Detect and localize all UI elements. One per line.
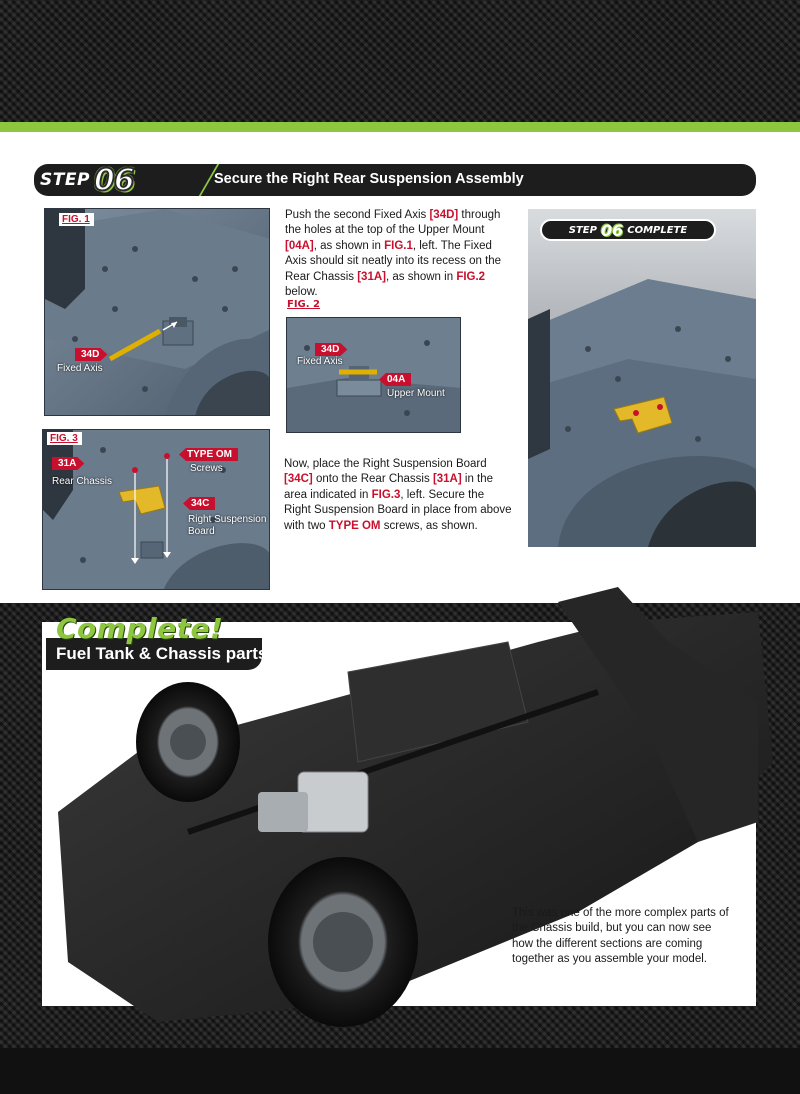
p2-text: screws, as shown.: [380, 519, 478, 532]
fig1-image: FIG. 1 34D Fixed Axis: [44, 208, 270, 416]
step-complete-photo: STEP 06 COMPLETE: [528, 209, 756, 547]
p1-ref-fig1: FIG.1: [384, 239, 413, 252]
step-number: 06: [93, 162, 136, 199]
step-title: Secure the Right Rear Suspension Assembl…: [214, 171, 524, 187]
step-header-bar: [34, 164, 756, 196]
fig2-image: 34D Fixed Axis 04A Upper Mount: [286, 317, 461, 433]
p1-text: , left. The Fixed Axis should sit neatly…: [285, 239, 502, 283]
p2-ref-31a: [31A]: [432, 473, 462, 486]
fig1-illustration: [45, 209, 269, 415]
bottom-black-band: [0, 1048, 800, 1094]
fig1-tag-34d: 34D: [75, 348, 107, 361]
closing-paragraph: This was one of the more complex parts o…: [512, 907, 729, 966]
p1-ref-fig2: FIG.2: [456, 270, 486, 283]
p2-text: onto the Rear Chassis: [312, 473, 433, 486]
p1-text: through the holes at the top of the Uppe…: [285, 209, 501, 237]
fig3-tag-type-om-caption: Screws: [190, 463, 223, 474]
green-stripe: [0, 122, 800, 132]
fig3-tag-type-om: TYPE OM: [179, 448, 239, 461]
p1-ref-04a: [04A]: [285, 239, 314, 252]
top-carbon-band: [0, 0, 800, 122]
chassis-photo: [58, 587, 773, 1027]
complete-badge-number: 06: [600, 220, 624, 240]
p2-text: Now, place the Right Suspension Board: [284, 458, 487, 470]
p2-text: in the area indicated in: [284, 473, 494, 501]
p2-text: , left. Secure the Right Suspension Boar…: [284, 488, 512, 532]
complete-subtitle-box: [46, 638, 262, 670]
fig3-image: FIG. 3 31A Rear Chassis TYPE OM Screws 3…: [42, 429, 270, 590]
complete-subtitle: Fuel Tank & Chassis parts: [56, 644, 268, 663]
step-word: STEP: [40, 170, 90, 190]
fig3-tag-34c-caption-1: Right Suspension: [188, 514, 267, 525]
p1-ref-31a: [31A]: [357, 270, 386, 283]
fig2-tag-04a-caption: Upper Mount: [387, 388, 445, 399]
p2-ref-fig3: FIG.3: [371, 488, 401, 501]
p2-ref-34c: [34C]: [284, 473, 313, 486]
step-complete-illustration: [528, 279, 756, 547]
p1-text: , as shown in: [313, 239, 385, 252]
complete-badge-complete: COMPLETE: [627, 224, 688, 236]
p1-ref-34d: [34D]: [429, 209, 459, 221]
p1-text: Push the second Fixed Axis: [285, 209, 430, 221]
p2-ref-type-om: TYPE OM: [328, 519, 381, 532]
complete-title: Complete!: [56, 612, 224, 645]
fig2-tag-04a: 04A: [379, 373, 412, 386]
complete-badge-step: STEP: [568, 224, 597, 236]
fig3-tag-34c-caption-2: Board: [188, 526, 215, 537]
step-badge: STEP 06: [40, 162, 192, 199]
p1-text: below.: [285, 286, 318, 299]
step-complete-badge: STEP 06 COMPLETE: [540, 219, 716, 241]
instruction-paragraph-1: Push the second Fixed Axis [34D] through…: [285, 208, 513, 300]
fig2-tag-34d-caption: Fixed Axis: [297, 356, 343, 367]
fig1-tag-caption: Fixed Axis: [57, 363, 103, 374]
instruction-paragraph-2: Now, place the Right Suspension Board [3…: [284, 457, 514, 534]
fig2-tag-34d: 34D: [315, 343, 347, 356]
fig3-tag-31a-caption: Rear Chassis: [52, 476, 113, 487]
fig2-label: FIG. 2: [287, 299, 320, 310]
fig2-illustration: [287, 318, 460, 432]
fig3-tag-31a: 31A: [52, 457, 84, 470]
fig1-label: FIG. 1: [59, 213, 94, 226]
fig3-label: FIG. 3: [47, 432, 82, 445]
p1-text: , as shown in: [385, 270, 457, 283]
fig3-tag-34c: 34C: [183, 497, 216, 510]
